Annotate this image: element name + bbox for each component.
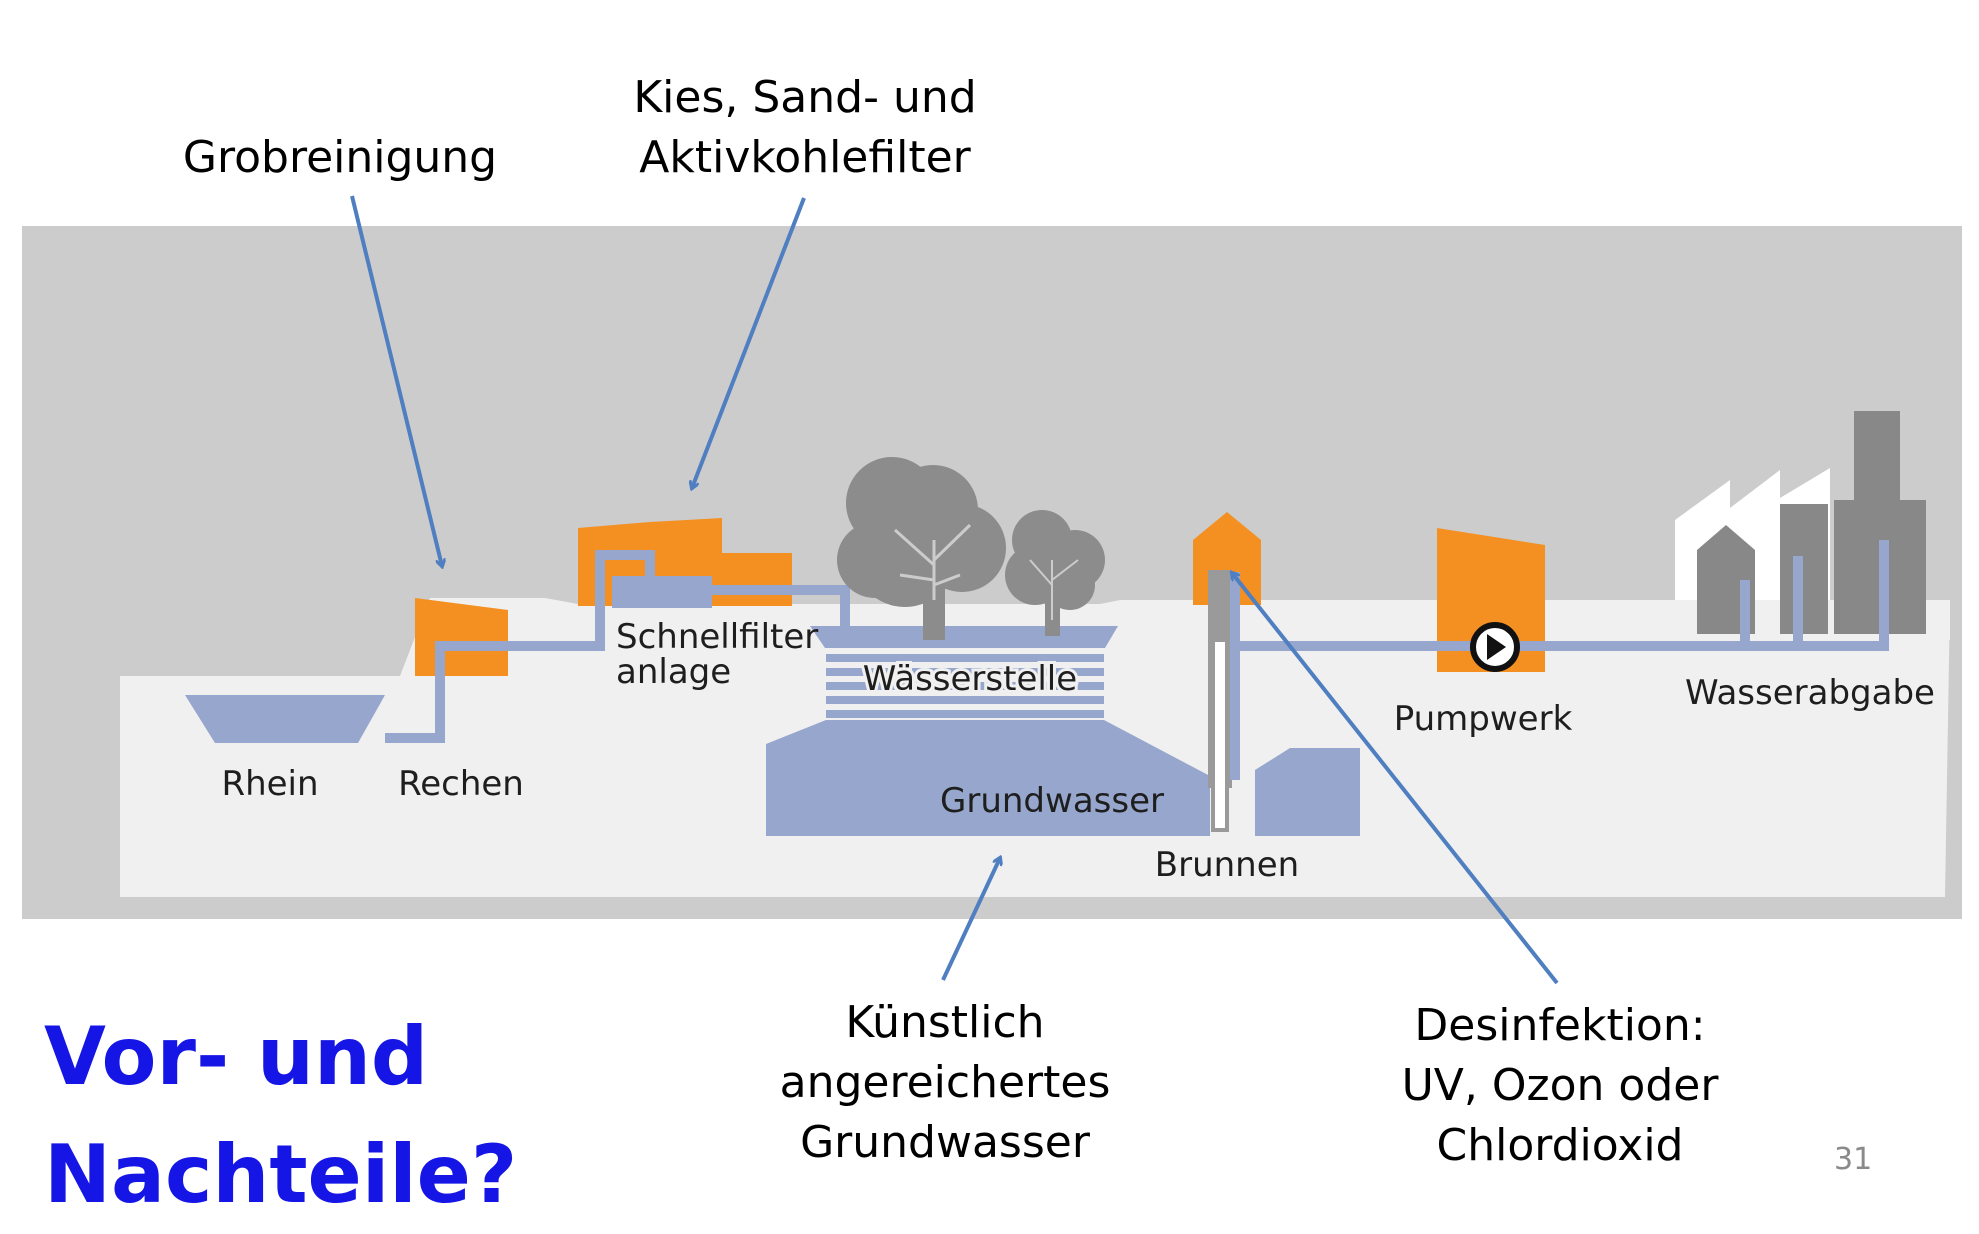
annotation-grundwasser-line1: Künstlich	[845, 997, 1045, 1048]
building-mid	[1780, 504, 1828, 634]
annotation-desinfektion-line1: Desinfektion:	[1414, 1000, 1706, 1051]
page-number: 31	[1834, 1142, 1873, 1177]
question-line2: Nachteile?	[44, 1128, 518, 1221]
grundwasser-right	[1255, 748, 1360, 836]
water-treatment-diagram: Rhein Rechen Schnellfilter anlage Wässer…	[22, 195, 1962, 985]
label-schnellfilter-2: anlage	[616, 652, 731, 692]
brunnen-well-pipe	[1211, 638, 1229, 832]
pump-icon	[1470, 622, 1520, 672]
annotation-filter-line1: Kies, Sand- und	[633, 72, 977, 123]
annotation-grobreinigung: Grobreinigung	[160, 128, 520, 188]
annotation-grundwasser-line3: Grundwasser	[800, 1117, 1090, 1168]
waesserstelle-layers	[826, 654, 1104, 718]
waesserstelle-basin	[810, 626, 1118, 648]
label-rhein: Rhein	[221, 764, 318, 804]
arrow-desinfektion	[1232, 573, 1559, 985]
label-brunnen: Brunnen	[1155, 845, 1299, 885]
arrow-filter	[692, 197, 806, 488]
tree-large	[837, 457, 1006, 640]
label-schnellfilter-1: Schnellfilter	[616, 617, 818, 657]
rhein-basin	[185, 695, 385, 743]
arrow-grobreinigung	[350, 195, 442, 566]
annotation-desinfektion-line2: UV, Ozon oder	[1401, 1060, 1719, 1111]
annotation-desinfektion-line3: Chlordioxid	[1436, 1120, 1684, 1171]
arrow-grundwasser	[941, 858, 1000, 981]
label-waesserstelle: Wässerstelle	[863, 659, 1077, 699]
grundwasser-body	[766, 720, 1210, 836]
annotation-grobreinigung-text: Grobreinigung	[182, 132, 498, 183]
annotation-filter: Kies, Sand- und Aktivkohlefilter	[600, 68, 1010, 188]
label-rechen: Rechen	[398, 764, 524, 804]
rechen-building	[415, 598, 508, 676]
question-line1: Vor- und	[44, 1010, 429, 1103]
annotation-grundwasser-line2: angereichertes	[779, 1057, 1111, 1108]
label-wasserabgabe: Wasserabgabe	[1685, 673, 1935, 713]
slide: Rhein Rechen Schnellfilter anlage Wässer…	[22, 68, 1962, 1221]
label-pumpwerk: Pumpwerk	[1394, 699, 1573, 739]
pipe-rhein-rechen	[385, 550, 850, 743]
question-heading: Vor- und Nachteile?	[44, 998, 517, 1234]
label-grundwasser: Grundwasser	[940, 781, 1164, 821]
annotation-grundwasser: Künstlich angereichertes Grundwasser	[750, 993, 1140, 1173]
pumpwerk-building	[1437, 528, 1545, 672]
annotation-filter-line2: Aktivkohlefilter	[639, 132, 971, 183]
tree-small	[1005, 510, 1105, 636]
annotation-desinfektion: Desinfektion: UV, Ozon oder Chlordioxid	[1370, 996, 1750, 1176]
